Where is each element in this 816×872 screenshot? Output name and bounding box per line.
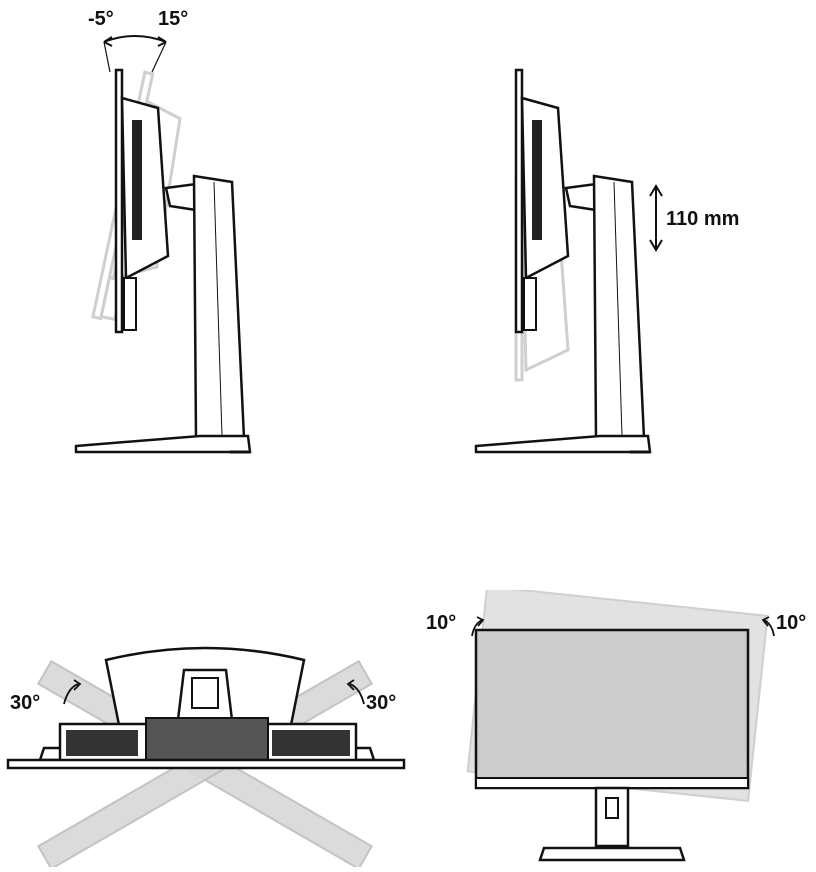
swivel-left-angle-label: 30°	[10, 692, 41, 714]
swivel-vent-left	[66, 730, 138, 756]
pivot-diagram: 10° 10°	[420, 585, 816, 867]
swivel-vent-right	[272, 730, 350, 756]
tilt-arc	[103, 35, 167, 43]
swivel-center-vent	[145, 717, 269, 763]
pivot-screen	[474, 628, 750, 790]
height-illustration	[474, 68, 663, 454]
swivel-illustration	[6, 646, 406, 871]
tilt-forward-angle-label: 15°	[158, 8, 189, 30]
height-range-label: 110 mm	[666, 208, 740, 230]
tilt-diagram: -5° 15°	[0, 0, 300, 470]
height-diagram: 110 mm	[400, 0, 816, 470]
swivel-diagram: 30° 30°	[0, 600, 410, 871]
tilt-illustration	[74, 35, 252, 454]
swivel-arrow-left	[63, 683, 79, 705]
height-arrow	[649, 184, 663, 252]
pivot-arrow-left	[471, 619, 483, 637]
tilt-back-angle-label: -5°	[88, 8, 114, 30]
height-vent	[532, 120, 542, 240]
pivot-illustration	[466, 585, 775, 862]
swivel-right-angle-label: 30°	[366, 692, 397, 714]
tilt-vent	[132, 120, 142, 240]
pivot-arrow-right	[763, 619, 775, 637]
pivot-left-angle-label: 10°	[426, 612, 457, 634]
pivot-right-angle-label: 10°	[776, 612, 807, 634]
swivel-arrow-right	[349, 683, 365, 705]
